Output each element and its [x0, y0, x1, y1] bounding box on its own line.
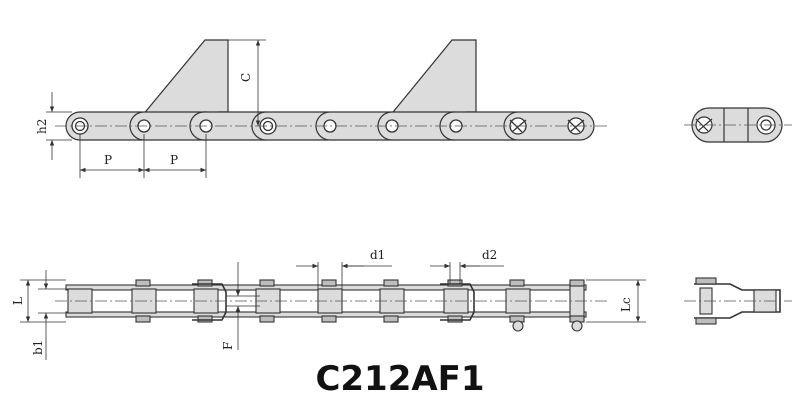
dim-f — [226, 262, 260, 350]
attachment-bracket-2 — [440, 283, 475, 321]
attachment-bracket-1 — [192, 283, 227, 321]
label-d2: d2 — [482, 248, 497, 262]
dim-c — [228, 39, 266, 126]
label-b1: b1 — [31, 340, 45, 355]
label-c: C — [239, 73, 253, 82]
dim-p — [79, 134, 207, 178]
dim-d2 — [430, 262, 504, 284]
label-d1: d1 — [370, 248, 385, 262]
dim-d1 — [296, 262, 392, 289]
plan-view — [65, 279, 587, 332]
label-p-2: P — [170, 153, 178, 167]
end-view-top — [684, 107, 792, 143]
label-lc: Lc — [619, 297, 633, 312]
label-l: L — [11, 297, 25, 305]
dim-h2 — [46, 92, 72, 160]
dim-b1 — [38, 270, 68, 360]
dim-l — [20, 279, 66, 323]
label-h2: h2 — [35, 119, 49, 134]
model-title: C212AF1 — [315, 359, 484, 399]
label-f: F — [221, 342, 235, 350]
end-view-bottom — [684, 277, 792, 325]
dim-lc — [586, 279, 646, 323]
label-p-1: P — [104, 153, 112, 167]
